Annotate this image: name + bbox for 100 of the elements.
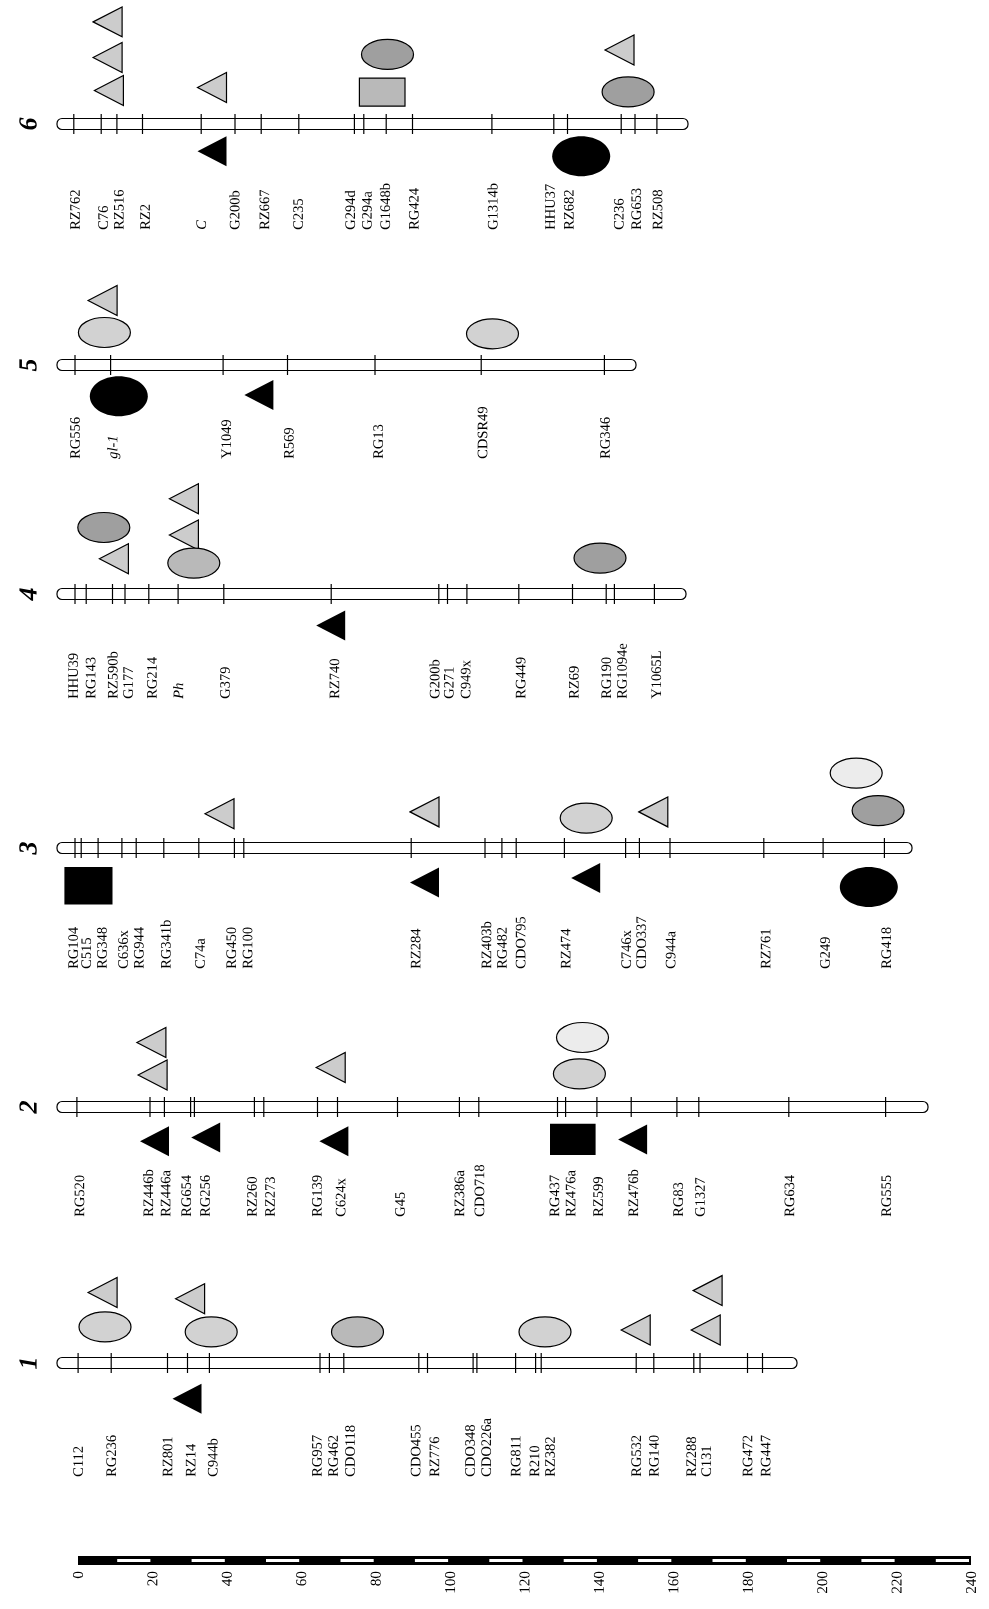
marker-label: RZ508 xyxy=(652,190,663,230)
marker-label: RZ284 xyxy=(410,928,421,969)
marker-label: RG83 xyxy=(673,1182,683,1217)
marker-label: CDO337 xyxy=(636,916,647,969)
scale-label: 140 xyxy=(593,1571,604,1593)
scale-label: 180 xyxy=(742,1571,753,1593)
marker-label: RG346 xyxy=(600,417,610,459)
marker-label: C515 xyxy=(81,937,92,969)
marker-label: G379 xyxy=(220,667,230,699)
scale-label: 20 xyxy=(147,1571,158,1586)
scale-label: 240 xyxy=(965,1571,977,1594)
chromosome-number: 4 xyxy=(19,588,37,601)
marker-label: RG190 xyxy=(601,657,612,699)
marker-label: RZ599 xyxy=(593,1177,603,1217)
marker-label: RZ403b xyxy=(481,921,492,969)
scale-label: 200 xyxy=(817,1571,828,1594)
marker-label: RG811 xyxy=(510,1436,521,1477)
marker-label: RG140 xyxy=(648,1435,659,1477)
marker-label: CDO795 xyxy=(515,917,526,969)
scale-label: 120 xyxy=(519,1571,530,1593)
marker-label: RG143 xyxy=(85,657,96,699)
marker-label: C636x xyxy=(118,930,128,969)
marker-label: RG424 xyxy=(408,188,419,230)
marker-label: RG462 xyxy=(328,1435,338,1477)
marker-label: RZ667 xyxy=(259,189,270,230)
marker-label: RG139 xyxy=(312,1175,322,1217)
marker-label: Ph xyxy=(173,683,184,699)
marker-label: G294d xyxy=(344,190,356,230)
chromosome-number: 1 xyxy=(19,1359,37,1369)
marker-label: C236 xyxy=(613,198,624,230)
scale-label: 60 xyxy=(296,1571,307,1586)
marker-label: RG418 xyxy=(881,927,892,969)
marker-label: RZ446a xyxy=(160,1170,171,1217)
marker-label: RG447 xyxy=(760,1435,771,1477)
marker-label: CDSR49 xyxy=(477,407,488,459)
marker-label: HHU37 xyxy=(545,184,555,230)
marker-label: RG104 xyxy=(68,927,78,969)
scale-label: 100 xyxy=(445,1571,456,1593)
marker-label: G45 xyxy=(395,1192,405,1217)
scale-label: 160 xyxy=(668,1571,679,1593)
marker-label: C624x xyxy=(335,1178,346,1217)
marker-label: C xyxy=(196,219,207,229)
marker-label: RG341b xyxy=(160,920,171,969)
marker-label: RZ14 xyxy=(185,1444,196,1477)
marker-label: G200b xyxy=(229,190,240,230)
marker-label: RZ2 xyxy=(140,204,150,230)
marker-label: gl-1 xyxy=(107,437,121,459)
marker-label: RG100 xyxy=(242,927,253,969)
marker-label: C112 xyxy=(73,1446,83,1477)
marker-label: RZ761 xyxy=(760,929,771,969)
marker-label: CDO455 xyxy=(410,1425,421,1477)
marker-label: C235 xyxy=(293,198,303,230)
marker-label: G177 xyxy=(123,667,133,699)
marker-label: R569 xyxy=(283,427,294,459)
marker-label: C944b xyxy=(207,1438,218,1477)
marker-label: RG532 xyxy=(631,1435,642,1477)
marker-label: RG634 xyxy=(784,1175,795,1217)
marker-label: RG944 xyxy=(133,927,144,969)
marker-label: RZ740 xyxy=(329,659,340,699)
chromosome-number: 5 xyxy=(19,359,37,372)
scale-label: 80 xyxy=(370,1571,381,1586)
marker-label: RZ682 xyxy=(563,190,574,230)
marker-label: RG654 xyxy=(181,1175,192,1217)
marker-label: RZ590b xyxy=(107,651,118,699)
marker-label: C944a xyxy=(665,931,676,969)
chromosome-number: 2 xyxy=(19,1101,37,1114)
marker-label: RZ516 xyxy=(113,189,124,230)
marker-label: RG348 xyxy=(97,927,107,969)
marker-label: RZ474 xyxy=(560,928,571,969)
marker-label: RZ476b xyxy=(628,1169,639,1217)
marker-label: RG214 xyxy=(147,657,157,699)
chromosome-number: 3 xyxy=(19,842,37,855)
marker-label: RZ273 xyxy=(265,1177,275,1217)
marker-label: RZ476a xyxy=(565,1170,576,1217)
marker-label: G1314b xyxy=(487,183,498,230)
marker-label: RG555 xyxy=(881,1175,892,1217)
marker-label: RG13 xyxy=(373,424,383,459)
marker-label: RG957 xyxy=(312,1435,322,1477)
marker-label: C76 xyxy=(98,206,108,230)
marker-label: Y1049 xyxy=(221,419,232,459)
marker-label: CDO226a xyxy=(481,1418,492,1477)
chromosome-number: 6 xyxy=(19,117,37,130)
marker-label: RG472 xyxy=(742,1435,753,1477)
marker-label: RZ288 xyxy=(686,1437,697,1477)
marker-label: C746x xyxy=(621,930,632,969)
marker-label: G271 xyxy=(443,667,454,699)
marker-label: RG437 xyxy=(549,1175,560,1217)
marker-label: RG520 xyxy=(74,1175,85,1217)
marker-label: G294a xyxy=(362,191,372,230)
scale-label: 0 xyxy=(72,1571,84,1579)
marker-label: CDO348 xyxy=(465,1425,475,1477)
marker-label: RZ762 xyxy=(70,190,80,230)
marker-label: C131 xyxy=(701,1446,712,1477)
marker-label: G1327 xyxy=(695,1177,705,1217)
scale-label: 40 xyxy=(221,1571,232,1586)
marker-label: RZ382 xyxy=(545,1437,555,1477)
scale-label: 220 xyxy=(891,1571,902,1594)
marker-label: RG1094e xyxy=(617,643,627,699)
marker-label: RG482 xyxy=(497,927,507,969)
marker-label: RZ801 xyxy=(162,1437,173,1477)
